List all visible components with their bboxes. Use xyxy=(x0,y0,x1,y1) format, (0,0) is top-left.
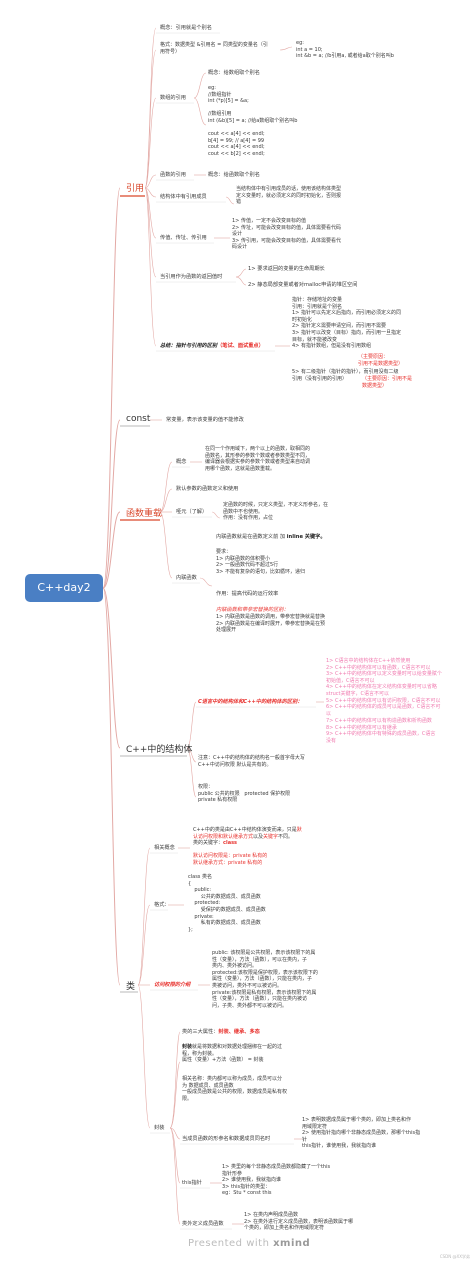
overload-placeholder-text: 定函数的时候，只定义类型，不定义形参名，在 函数中不也使用。 作用：没有作用，占… xyxy=(223,502,329,522)
ref-concept[interactable]: 概念：引用就是个别名 xyxy=(160,25,212,31)
class-features-label: 类的三大属性： xyxy=(182,1029,219,1035)
struct-permissions: 权限： public 公共的权限 protected 保护权限 private … xyxy=(198,784,291,804)
ref-pass-label[interactable]: 传值、传址、传引用 xyxy=(160,235,207,241)
struct-diff-label[interactable]: C语言中的结构体和C++中的结构体的区别： xyxy=(198,699,303,705)
ref-summary-note: （笔试、面试重点） xyxy=(217,343,264,349)
branch-const[interactable]: const xyxy=(126,414,151,424)
branch-reference[interactable]: 引用 xyxy=(126,184,145,194)
class-keyword: class xyxy=(223,840,238,847)
class-encapsulation-text: 就是将数据和对数据处理捆绑在一起的过 程，称为封装。 属性（变量）+方法（函数）… xyxy=(182,1044,283,1064)
ref-struct-member-label[interactable]: 结构体中有引用成员 xyxy=(160,194,207,200)
class-related-red-2: 关键字 xyxy=(263,833,279,840)
ref-array-label[interactable]: 数组的引用 xyxy=(160,95,186,101)
overload-default-args[interactable]: 默认参数的函数定义和使用 xyxy=(176,486,239,492)
overload-inline-text: 内联函数就是在函数定义前 加 xyxy=(216,534,287,540)
overload-inline-label[interactable]: 内联函数 xyxy=(176,575,197,581)
overload-inline-diff-text: 1> 内联函数是函数的调用，带参宏替换就是替换 2> 内联函数是在编译时展开，带… xyxy=(216,614,325,634)
class-format-label[interactable]: 格式： xyxy=(154,902,170,908)
class-related-text-1: C++中的类是由C++中结构体演变而来，只是 xyxy=(193,827,297,833)
class-defaults: 默认访问权限是：private 私有的 默认继承方式：private 私有的 xyxy=(193,853,268,866)
class-outside-def-label[interactable]: 类外定义成员函数 xyxy=(182,1221,224,1227)
struct-diff-text-2: 7> C++中的结构体可以有构造函数和析构函数 8> C++中的结构体可以有继承… xyxy=(326,718,436,744)
overload-concept-label[interactable]: 概念 xyxy=(176,459,187,465)
ref-function-concept[interactable]: 概念：给函数取个别名 xyxy=(208,172,260,178)
class-access-label[interactable]: 访问权限的介绍 xyxy=(154,982,191,988)
class-encapsulation-label[interactable]: 封装 xyxy=(154,1125,165,1131)
branch-cpp-struct[interactable]: C++中的结构体 xyxy=(126,745,193,755)
const-text[interactable]: 常变量，表示该变量的值不能修改 xyxy=(166,417,244,423)
class-features[interactable]: 类的三大属性：封装、继承、多态 xyxy=(182,1029,260,1035)
class-related-text-2: 以及 xyxy=(253,833,264,840)
class-encapsulation-def: 封装就是将数据和对数据处理捆绑在一起的过 程，称为封装。 属性（变量）+方法（函… xyxy=(182,1044,282,1064)
ref-summary-text: 指针：存储地址的变量 引用：引用就是个别名 1> 指针可以先定义后指向，而引用必… xyxy=(292,297,401,350)
ref-return-item-2[interactable]: 2> 静态局部变量或者对malloc申请的堆区空间 xyxy=(248,282,358,288)
root-topic[interactable]: C++day2 xyxy=(25,574,103,602)
overload-inline-requirements: 要求： 1> 内联函数的体积要小 2> 一般函数代码不超过5行 3> 不能有复杂… xyxy=(216,549,305,575)
csdn-watermark: CSDN @XX学弟 xyxy=(439,1254,470,1259)
overload-inline-definition: 内联函数就是在函数定义前 加 inline 关键字。 xyxy=(216,534,326,540)
class-format-code: class 类名 { public: 公共的数据成员、成员函数 protecte… xyxy=(188,874,266,933)
ref-summary-title: 总结：指针与引用的区别 xyxy=(160,343,218,349)
ref-function-label[interactable]: 函数的引用 xyxy=(160,172,186,178)
ref-return-label[interactable]: 当引用作为函数的返回值时 xyxy=(160,274,223,280)
ref-summary-red-2: （主要原因：引用不是 数据类型） xyxy=(362,376,413,389)
class-access-text: public: 该权限是公共权限，表示该权限下的属 性（变量），方法（函数），可… xyxy=(212,950,318,1009)
class-related-text: C++中的类是由C++中结构体演变而来，只是默 认访问权限和默认继承方式以及关键… xyxy=(193,827,302,847)
footer-brand: xmind xyxy=(273,1238,311,1249)
ref-array-code: eg: //数组指针 int (*p)[5] = &a; //数组引用 int … xyxy=(208,85,298,157)
ref-summary-label[interactable]: 总结：指针与引用的区别（笔试、面试重点） xyxy=(160,343,264,349)
branch-class[interactable]: 类 xyxy=(126,982,136,992)
ref-summary-text-2: 5> 有二级指针（指针的指针），而引用没有二级 引用（没有引用的引用） xyxy=(292,369,399,382)
class-related-label[interactable]: 相关概念 xyxy=(154,845,175,851)
class-this-text: 1> 类里的每个非静态成员函数都隐藏了一个this 指针形参 2> 谁使用我，我… xyxy=(222,1164,331,1197)
overload-placeholder-label[interactable]: 哑元（了解） xyxy=(176,509,208,515)
class-related-red-1: 默 认访问权限和默认继承方式 xyxy=(193,827,302,840)
class-encapsulation-related: 相关名称：类内都可以称为成员，成员可以分 为 数据成员、成员函数 一般成员函数是… xyxy=(182,1076,288,1102)
class-outside-def-text: 1> 在类内声明成员函数 2> 在类外进行定义成员函数，表明该函数属于哪 个类的… xyxy=(244,1212,353,1232)
overload-inline-diff-title: 内联函数和带参宏替换的区别： xyxy=(216,607,289,613)
ref-pass-text: 1> 传值，一定不会改变目标的值 2> 传址，可能会改变目标的值，具体需要看代码… xyxy=(232,218,341,251)
ref-return-item-1[interactable]: 1> 要求返回的变量的生命周期长 xyxy=(248,266,325,272)
ref-struct-member-text: 当结构体中有引用成员的话，使用该结构体类型 定义变量时，就必须定义的同时初始化，… xyxy=(236,186,342,206)
class-features-list: 封装、继承、多态 xyxy=(218,1029,260,1035)
class-encapsulation-word: 封装 xyxy=(182,1044,193,1050)
overload-concept-text: 在同一个作用域下，两个以上的函数，取相同的 函数名，其形参的参数个数或者参数类型… xyxy=(205,446,311,472)
ref-array-concept[interactable]: 概念：给数组取个别名 xyxy=(208,70,260,76)
struct-note: 注意：C++中的结构体的结构名一般首字母大写 C++中访问权限 默认是共有的。 xyxy=(198,755,305,768)
ref-format[interactable]: 格式：数据类型 &引用名 = 同类型的变量名（引 用符号） xyxy=(160,42,268,55)
class-same-name-label[interactable]: 当成员函数的形参名和数据成员同名时 xyxy=(182,1136,271,1142)
ref-summary-red-1: （主要原因： 引用不是数据类型） xyxy=(358,354,404,367)
class-related-text-3: 不同。 类的关键字： xyxy=(193,833,294,847)
overload-inline-keyword: inline 关键字。 xyxy=(286,534,326,540)
ref-format-example: eg: int a = 10; int &b = a; //b引用a, 或者给a… xyxy=(296,40,394,60)
footer-presented: Presented with xyxy=(188,1238,270,1249)
class-same-name-text: 1> 表明数据成员属于哪个类的，即加上类名和作 用域限定符 2> 使用指针指向哪… xyxy=(302,1117,421,1150)
class-this-label[interactable]: this指针 xyxy=(182,1180,202,1186)
struct-diff-text: 1> C语言中的结构体在C++依然使用 2> C++中的结构体可以有函数，C语言… xyxy=(326,658,442,717)
branch-function-overload[interactable]: 函数重载 xyxy=(126,509,163,519)
xmind-footer: Presented with xmind xyxy=(188,1238,310,1249)
overload-inline-purpose: 作用：提高代码的运行效率 xyxy=(216,591,279,597)
